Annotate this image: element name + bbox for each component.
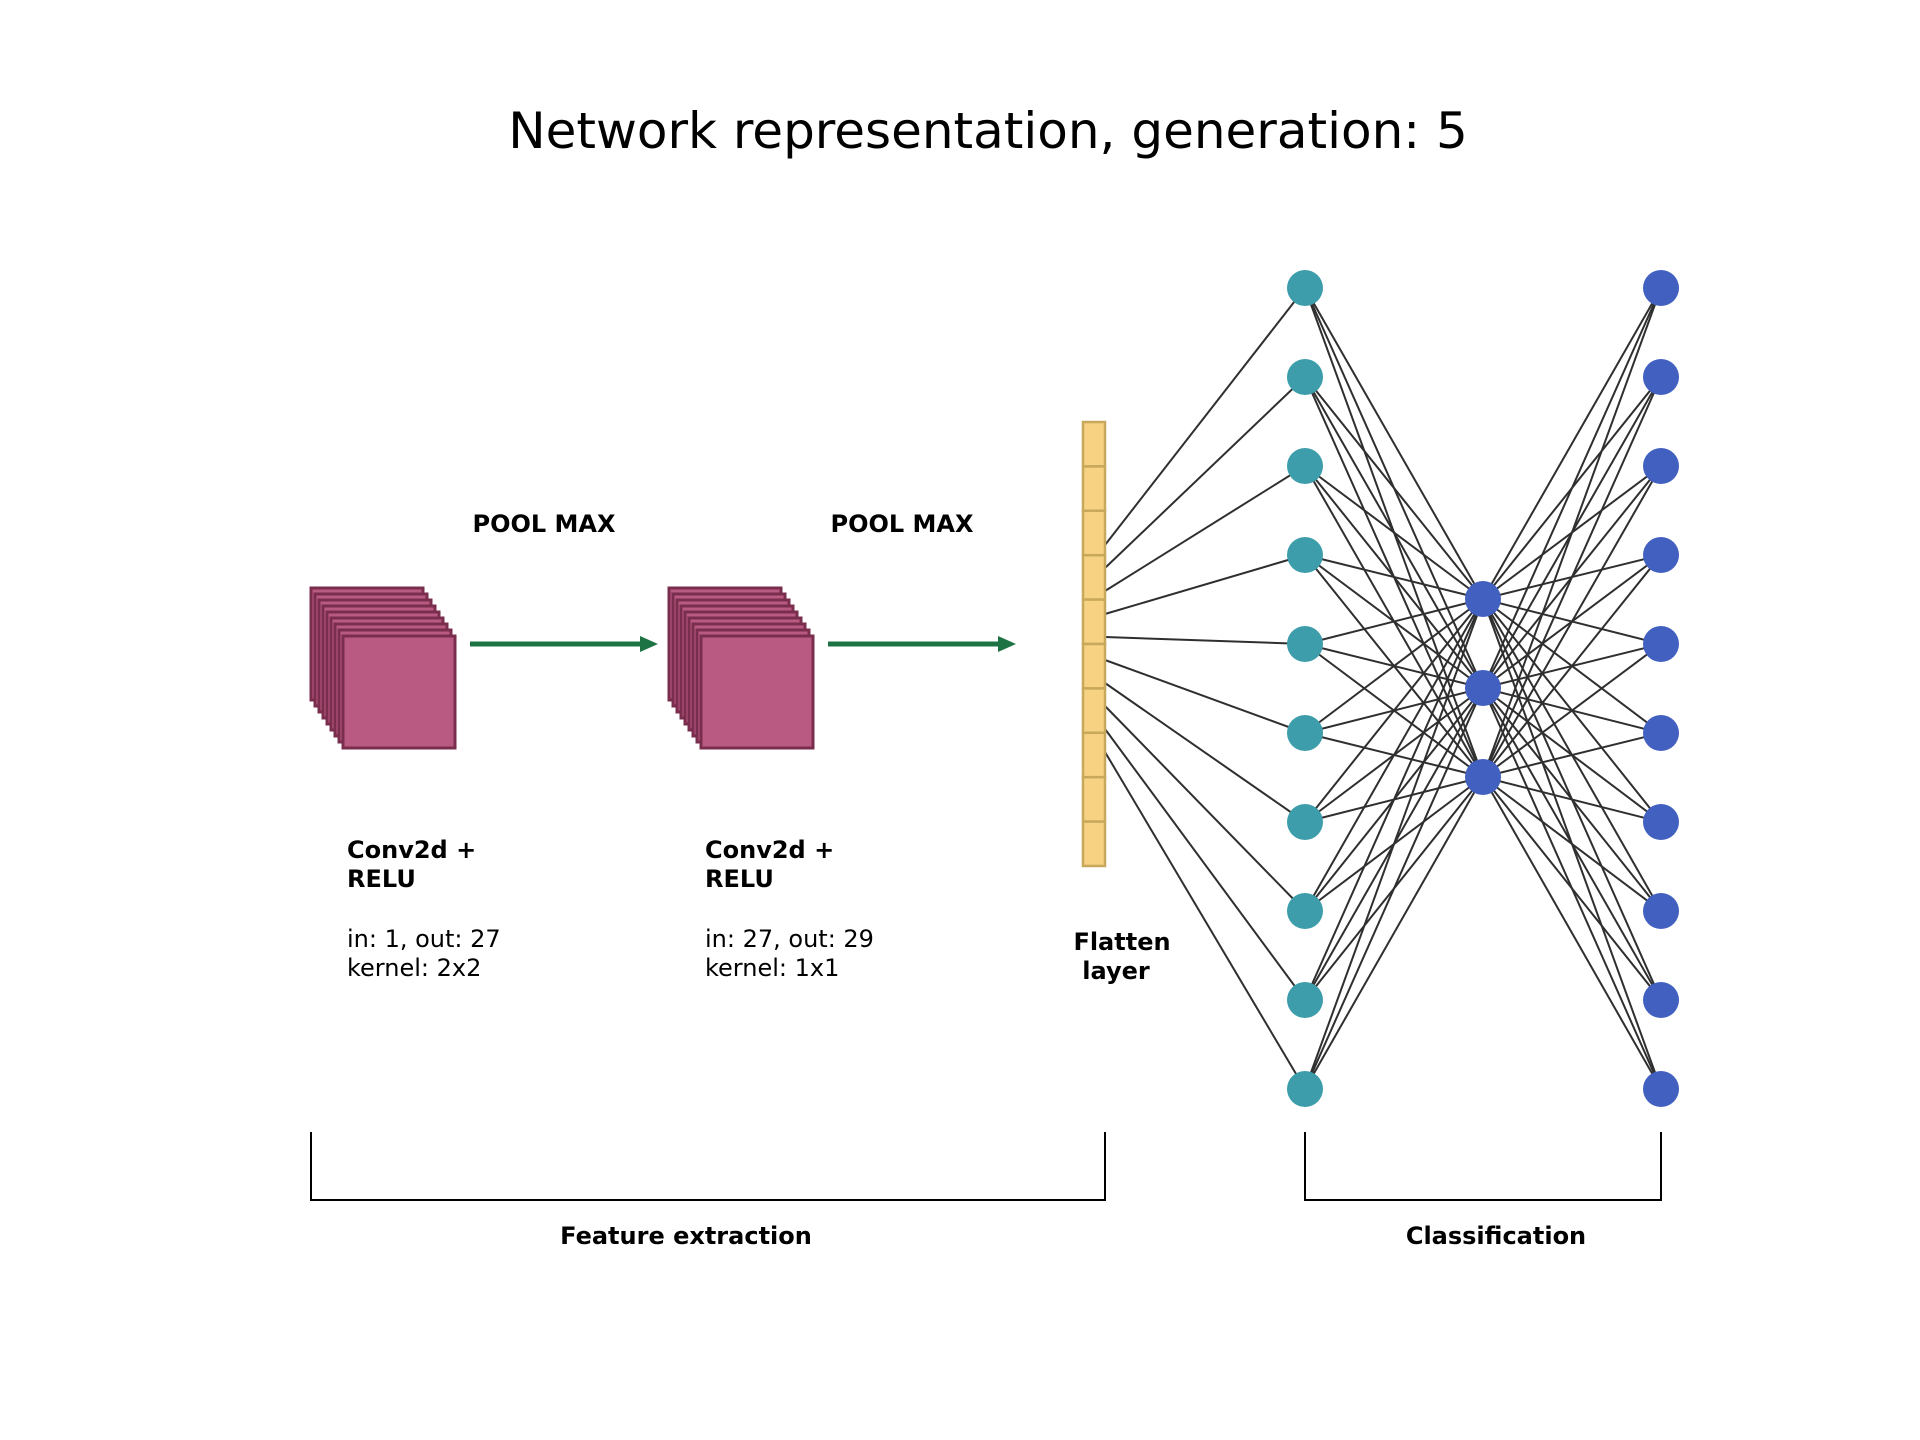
edge-l1-7-to-l2-0: [1304, 598, 1484, 912]
conv-layer-1-map-8: [341, 634, 457, 750]
flatten-cell-1: [1081, 465, 1107, 513]
edge-l1-9-to-l2-1: [1304, 687, 1484, 1090]
edge-flatten-to-l1-6: [1104, 682, 1306, 823]
edge-l1-3-to-l2-0: [1304, 554, 1484, 600]
dense-layer-3-node-8: [1643, 982, 1679, 1018]
pool-label-2: POOL MAX: [830, 510, 974, 538]
conv-layer-1-title-line1: Conv2d +: [347, 836, 476, 864]
edge-flatten-to-l1-8: [1104, 728, 1306, 1001]
conv-layer-2-feature-maps: [667, 586, 815, 750]
classification-label: Classification: [1406, 1222, 1586, 1250]
flatten-cell-9: [1081, 820, 1107, 868]
dense-layer-3-node-6: [1643, 804, 1679, 840]
conv-layer-1-feature-maps: [309, 586, 457, 750]
dense-layer-3-node-3: [1643, 537, 1679, 573]
edge-flatten-to-l1-0: [1104, 287, 1306, 546]
dense-layer-1-node-9: [1287, 1071, 1323, 1107]
edge-l2-2-to-l3-4: [1482, 643, 1662, 778]
edge-flatten-to-l1-2: [1104, 465, 1306, 592]
conv-layer-1-kernel: kernel: 2x2: [347, 954, 481, 982]
dense-layer-3-node-1: [1643, 359, 1679, 395]
connection-edges: [1104, 287, 1662, 1090]
dense-layer-2-node-1: [1465, 670, 1501, 706]
pool-arrow-2: [828, 636, 1016, 652]
flatten-layer: [1081, 420, 1107, 868]
edge-flatten-to-l1-7: [1104, 705, 1306, 912]
flatten-cell-3: [1081, 553, 1107, 601]
edge-l1-9-to-l2-0: [1304, 598, 1484, 1090]
edge-l1-4-to-l2-0: [1304, 598, 1484, 645]
edge-l2-2-to-l3-3: [1482, 554, 1662, 778]
diagram-title: Network representation, generation: 5: [508, 102, 1468, 160]
conv-layer-2-io: in: 27, out: 29: [705, 925, 874, 953]
edge-l1-2-to-l2-0: [1304, 465, 1484, 600]
edge-l2-2-to-l3-8: [1482, 776, 1662, 1001]
edge-flatten-to-l1-1: [1104, 376, 1306, 569]
dense-layer-1-node-7: [1287, 893, 1323, 929]
edge-l2-1-to-l3-0: [1482, 287, 1662, 689]
edge-l2-2-to-l3-1: [1482, 376, 1662, 778]
flatten-cell-7: [1081, 731, 1107, 779]
dense-layer-3-node-2: [1643, 448, 1679, 484]
edge-flatten-to-l1-3: [1104, 554, 1306, 615]
dense-layer-2-node-2: [1465, 759, 1501, 795]
feature-extraction-bracket: [310, 1132, 1106, 1201]
dense-layer-2-node-0: [1465, 581, 1501, 617]
dense-layer-1-node-8: [1287, 982, 1323, 1018]
edge-l2-0-to-l3-0: [1482, 287, 1662, 600]
conv-layer-2-title-line1: Conv2d +: [705, 836, 834, 864]
flatten-label-line2: layer: [1082, 957, 1150, 985]
edge-l2-2-to-l3-0: [1482, 287, 1662, 778]
dense-layer-1-node-3: [1287, 537, 1323, 573]
dense-layer-3-node-4: [1643, 626, 1679, 662]
edge-l2-2-to-l3-6: [1482, 776, 1662, 823]
flatten-cell-2: [1081, 509, 1107, 557]
edge-l1-9-to-l2-2: [1304, 776, 1484, 1090]
dense-layer-3-node-9: [1643, 1071, 1679, 1107]
edge-l2-2-to-l3-9: [1482, 776, 1662, 1090]
dense-layer-1-node-1: [1287, 359, 1323, 395]
edge-l2-2-to-l3-5: [1482, 732, 1662, 778]
conv-layer-2-title-line2: RELU: [705, 865, 774, 893]
flatten-cell-4: [1081, 598, 1107, 646]
classification-bracket: [1304, 1132, 1662, 1201]
dense-layer-1-node-0: [1287, 270, 1323, 306]
dense-layer-3-node-7: [1643, 893, 1679, 929]
pool-arrow-1: [470, 636, 658, 652]
dense-layer-3-node-5: [1643, 715, 1679, 751]
edge-l1-0-to-l2-0: [1304, 287, 1484, 600]
dense-layer-1-node-6: [1287, 804, 1323, 840]
flatten-cell-6: [1081, 687, 1107, 735]
feature-extraction-label: Feature extraction: [560, 1222, 812, 1250]
edge-l1-8-to-l2-0: [1304, 598, 1484, 1001]
dense-layer-1-node-2: [1287, 448, 1323, 484]
conv-layer-1-io: in: 1, out: 27: [347, 925, 501, 953]
flatten-cell-0: [1081, 420, 1107, 468]
conv-layer-2-kernel: kernel: 1x1: [705, 954, 839, 982]
dense-layer-1-node-5: [1287, 715, 1323, 751]
pool-label-1: POOL MAX: [472, 510, 616, 538]
flatten-cell-5: [1081, 642, 1107, 690]
flatten-cell-8: [1081, 775, 1107, 823]
dense-nodes: [1287, 270, 1679, 1107]
flatten-label-line1: Flatten: [1073, 928, 1170, 956]
edge-l2-2-to-l3-7: [1482, 776, 1662, 912]
edge-flatten-to-l1-9: [1104, 751, 1306, 1090]
dense-layer-1-node-4: [1287, 626, 1323, 662]
edge-flatten-to-l1-5: [1104, 659, 1306, 734]
edge-l1-6-to-l2-0: [1304, 598, 1484, 823]
edge-l1-5-to-l2-0: [1304, 598, 1484, 734]
conv-layer-2-map-8: [699, 634, 815, 750]
edge-l1-1-to-l2-0: [1304, 376, 1484, 600]
edge-l2-2-to-l3-2: [1482, 465, 1662, 778]
dense-layer-3-node-0: [1643, 270, 1679, 306]
conv-layer-1-title-line2: RELU: [347, 865, 416, 893]
edge-flatten-to-l1-4: [1104, 636, 1306, 645]
